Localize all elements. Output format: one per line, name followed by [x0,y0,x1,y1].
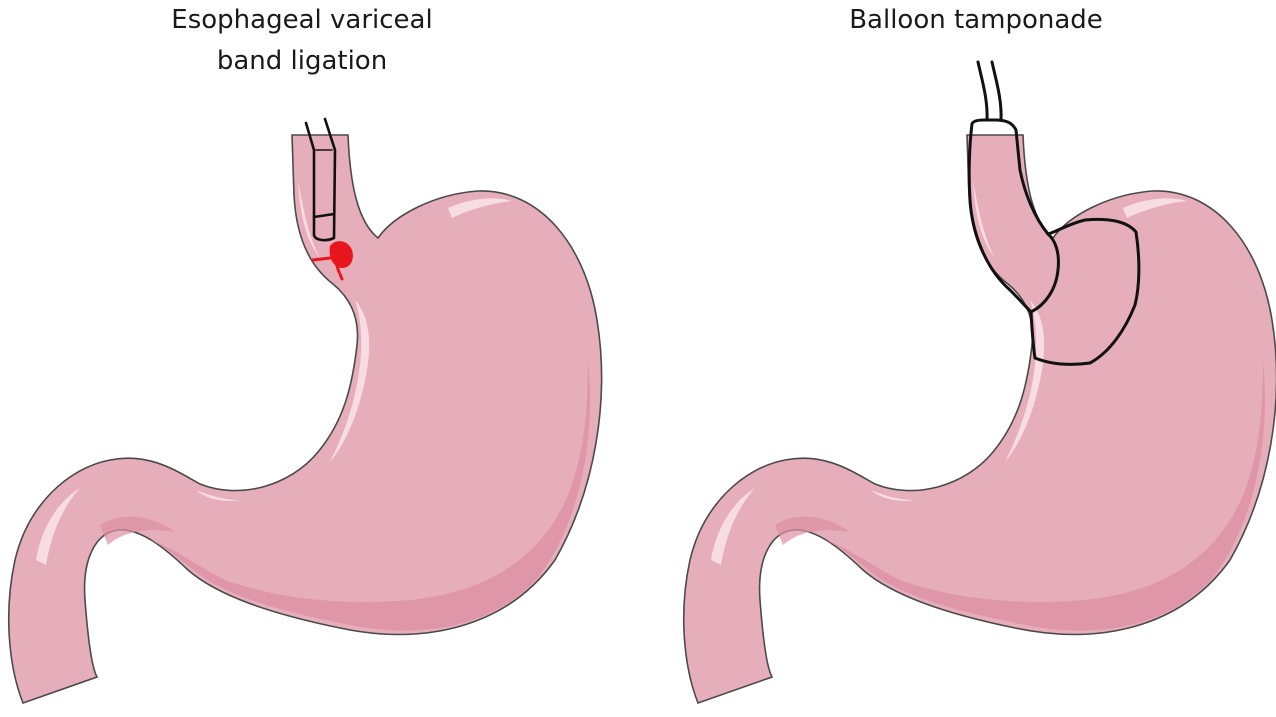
band-ligation-title: Esophageal variceal band ligation [152,0,452,82]
right-stomach-illustration [682,134,1276,704]
band-ligation-title-line2: band ligation [216,46,388,76]
endoscope-band-ligator [304,117,337,242]
balloon-tamponade-title-line1: Balloon tamponade [849,5,1103,35]
sengstaken-blakemore-tube [967,60,1141,366]
band-ligation-title-line1: Esophageal variceal [171,5,433,35]
left-stomach-illustration [7,134,603,704]
balloon-tamponade-title: Balloon tamponade [826,0,1126,41]
bleeding-varix [311,241,353,281]
